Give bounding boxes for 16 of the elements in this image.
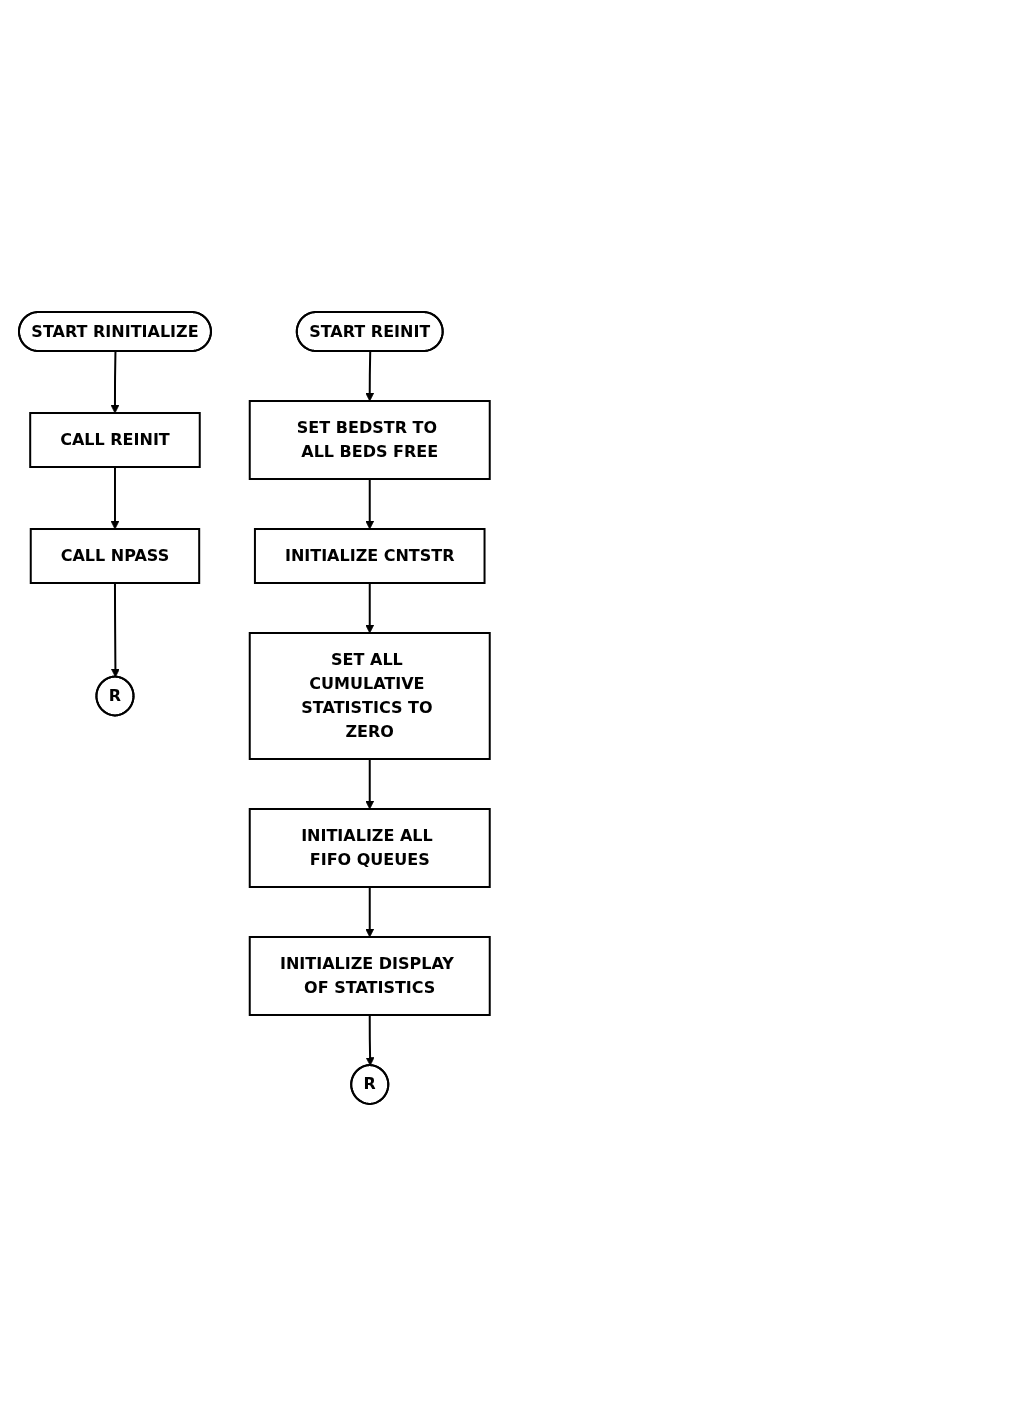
- arrow: [365, 1014, 375, 1066]
- node-box: SET ALL CUMULATIVE STATISTICS TO ZERO: [248, 632, 491, 760]
- arrow: [110, 466, 120, 530]
- arrow: [365, 886, 375, 938]
- arrow: [111, 582, 120, 678]
- node-box: INITIALIZE ALL FIFO QUEUES: [248, 808, 491, 888]
- arrow: [365, 478, 375, 530]
- arrow: [110, 350, 120, 414]
- arrow: [365, 350, 375, 402]
- arrow: [365, 582, 375, 634]
- node-box: INITIALIZE DISPLAY OF STATISTICS: [248, 936, 491, 1016]
- node-box: CALL REINIT: [29, 412, 201, 468]
- node-box: INITIALIZE CNTSTR: [253, 528, 486, 584]
- node-box: CALL NPASS: [29, 528, 201, 584]
- node-box: SET BEDSTR TO ALL BEDS FREE: [248, 400, 491, 480]
- arrow: [365, 758, 375, 810]
